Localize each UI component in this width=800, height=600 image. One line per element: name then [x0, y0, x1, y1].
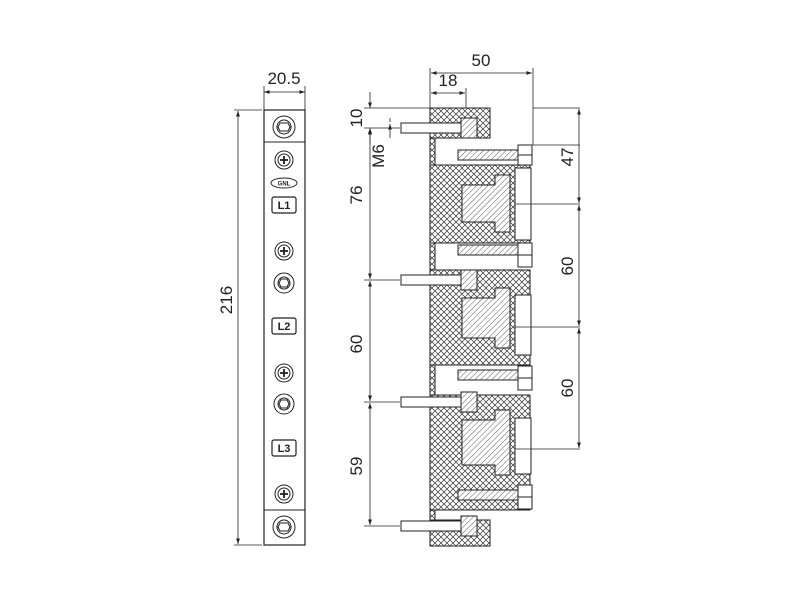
side-view	[364, 68, 581, 547]
phase-label-l1: L1	[271, 196, 297, 214]
logo-text: GNL	[278, 182, 291, 188]
mounting-bolt-2	[400, 269, 478, 291]
left-dimension-59: 59	[347, 457, 366, 476]
cross-screw-icon	[274, 241, 294, 261]
mounting-bolt-1	[400, 117, 478, 139]
top-offset-dimension: 10	[347, 109, 366, 128]
left-dimension-76: 76	[347, 186, 366, 205]
brand-logo: GNL	[270, 177, 298, 189]
left-dimension-60: 60	[347, 335, 366, 354]
phase-label-l2: L2	[271, 317, 297, 335]
cross-screw-icon	[274, 484, 294, 504]
front-width-dimension: 20.5	[267, 69, 300, 88]
front-height-dimension: 216	[217, 286, 236, 314]
phase-label-l3: L3	[271, 439, 297, 457]
phase-label-l2-text: L2	[278, 321, 291, 333]
mounting-bolt-4	[400, 515, 478, 537]
thread-size-label: M6	[369, 144, 388, 168]
front-view: GNL L1 L2	[234, 86, 306, 546]
cross-screw-icon	[274, 150, 294, 170]
flange-dimension: 18	[439, 71, 458, 90]
terminal-clamp-4	[457, 484, 533, 510]
right-dimension-60a: 60	[558, 257, 577, 276]
mounting-bolt-3	[400, 391, 478, 413]
cross-screw-icon	[274, 363, 294, 383]
depth-dimension: 50	[472, 51, 491, 70]
socket-screw-top-icon	[272, 115, 296, 139]
socket-screw-icon	[273, 272, 295, 294]
terminal-clamp-3	[457, 365, 533, 391]
socket-screw-bottom-icon	[272, 515, 296, 539]
phase-label-l3-text: L3	[278, 443, 291, 455]
socket-screw-icon	[273, 393, 295, 415]
right-dimension-47: 47	[558, 148, 577, 167]
right-dimension-60b: 60	[558, 379, 577, 398]
terminal-clamp-1	[457, 144, 533, 166]
phase-label-l1-text: L1	[278, 200, 291, 212]
terminal-clamp-2	[457, 242, 533, 268]
